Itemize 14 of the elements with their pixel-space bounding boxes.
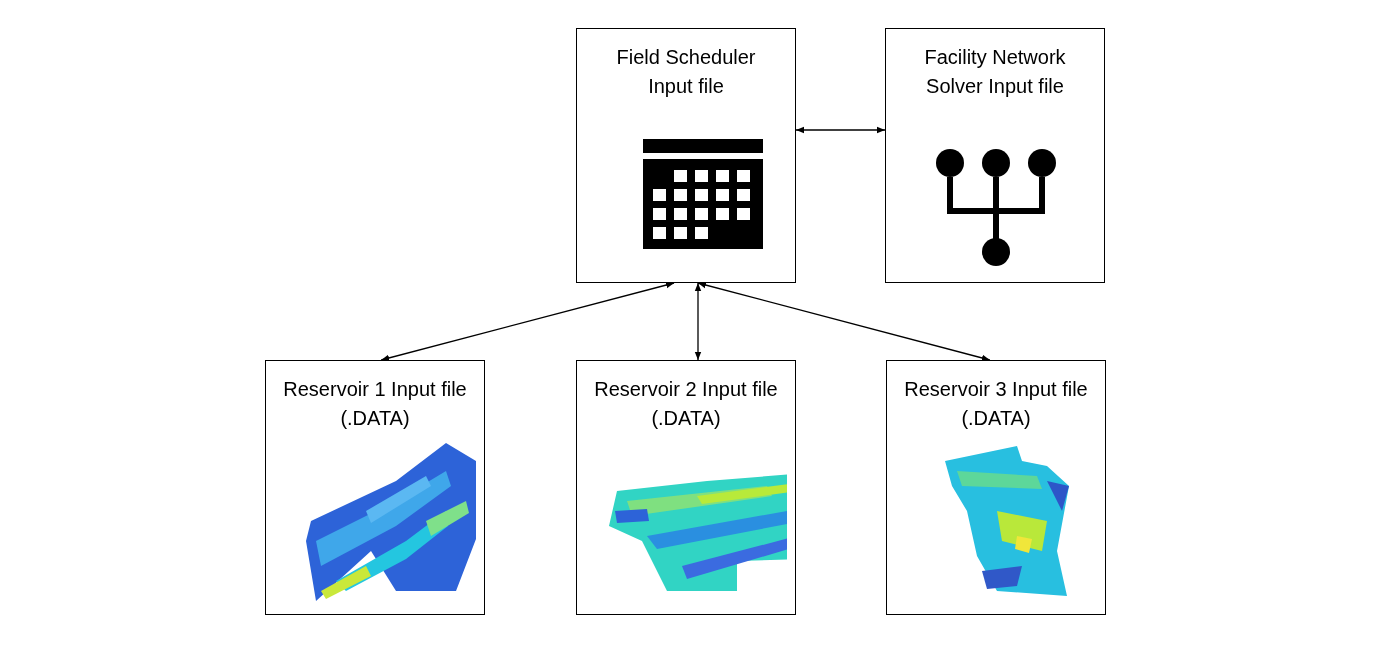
arrow [697,281,991,362]
node-title: Reservoir 2 Input file (.DATA) [593,377,779,431]
process-box [886,360,1106,615]
arrow [795,126,886,134]
node-title: Facility Network Solver Input file [923,45,1067,99]
arrow [380,281,675,362]
node-title: Reservoir 1 Input file (.DATA) [282,377,468,431]
process-box [576,360,796,615]
arrow [694,282,702,361]
process-box [576,28,796,283]
process-box [265,360,485,615]
node-title: Reservoir 3 Input file (.DATA) [903,377,1089,431]
process-box [885,28,1105,283]
node-title: Field Scheduler Input file [615,45,757,99]
